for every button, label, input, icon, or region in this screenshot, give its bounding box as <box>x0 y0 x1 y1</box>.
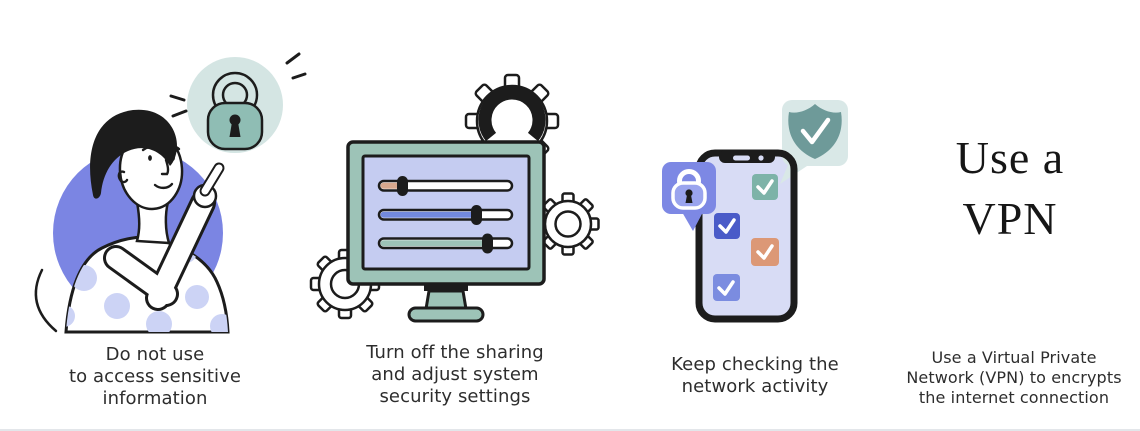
pointing-finger <box>199 162 225 197</box>
slider-knob <box>471 205 482 225</box>
checkbox-indigo <box>714 213 740 239</box>
slider-knob <box>397 176 408 196</box>
panel3-illustration <box>662 100 848 323</box>
shield-bubble-icon <box>780 100 848 184</box>
gear-icon-right <box>536 192 600 256</box>
slider-row-1 <box>377 176 514 196</box>
sparkle-marks <box>169 52 307 118</box>
checkbox-salmon <box>751 238 779 266</box>
raised-arm <box>103 190 216 311</box>
caption-sensitive-info: Do not use to access sensitive informati… <box>68 344 242 409</box>
vpn-heading: Use a VPN <box>955 132 1065 244</box>
monitor-stand <box>424 283 468 291</box>
caption-system-settings: Turn off the sharing and adjust system s… <box>366 342 544 407</box>
person-pointing-illustration <box>34 109 230 334</box>
slider-row-2 <box>377 205 514 225</box>
slider-knob <box>482 233 493 254</box>
checkbox-periwinkle <box>713 274 740 301</box>
panel1-illustration <box>34 52 307 334</box>
checkbox-teal <box>752 174 778 200</box>
padlock-icon <box>187 57 283 153</box>
caption-network-activity: Keep checking the network activity <box>671 354 839 397</box>
caption-vpn-description: Use a Virtual Private Network (VPN) to e… <box>906 348 1122 407</box>
neck <box>135 200 171 245</box>
hair <box>90 109 177 199</box>
padlock-bubble-icon <box>662 162 716 231</box>
phone-notch <box>719 150 775 163</box>
panel2-illustration <box>309 73 600 323</box>
monitor-illustration <box>346 140 546 323</box>
face-features <box>117 145 181 190</box>
slider-row-3 <box>377 233 514 254</box>
